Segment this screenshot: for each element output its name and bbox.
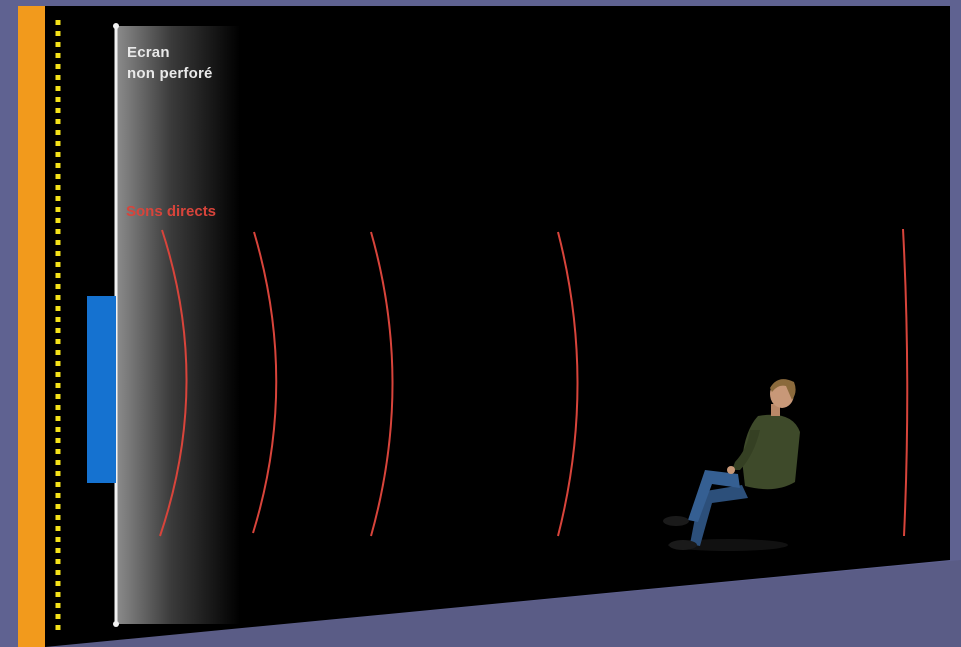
back-wall [18,6,45,647]
direct-sound-label: Sons directs [126,203,217,220]
screen-label-line1: Ecran [127,44,170,61]
sound-wave-icon [370,231,394,537]
screen-label-line2: non perforé [127,65,213,82]
seated-person-icon [663,379,800,551]
sound-wave-icon [557,231,579,537]
room-interior [45,6,950,647]
speaker-icon [87,296,116,483]
sound-wave-icon [159,229,188,537]
screen-gradient [116,26,240,624]
room-floor-shading [45,560,961,647]
screen-line-bottom-cap [113,621,119,627]
sound-wave-icon [252,231,278,534]
sound-waves [159,228,909,537]
screen-line-top-cap [113,23,119,29]
sound-wave-icon [902,228,909,537]
screen-label: Ecran non perforé [127,42,213,84]
